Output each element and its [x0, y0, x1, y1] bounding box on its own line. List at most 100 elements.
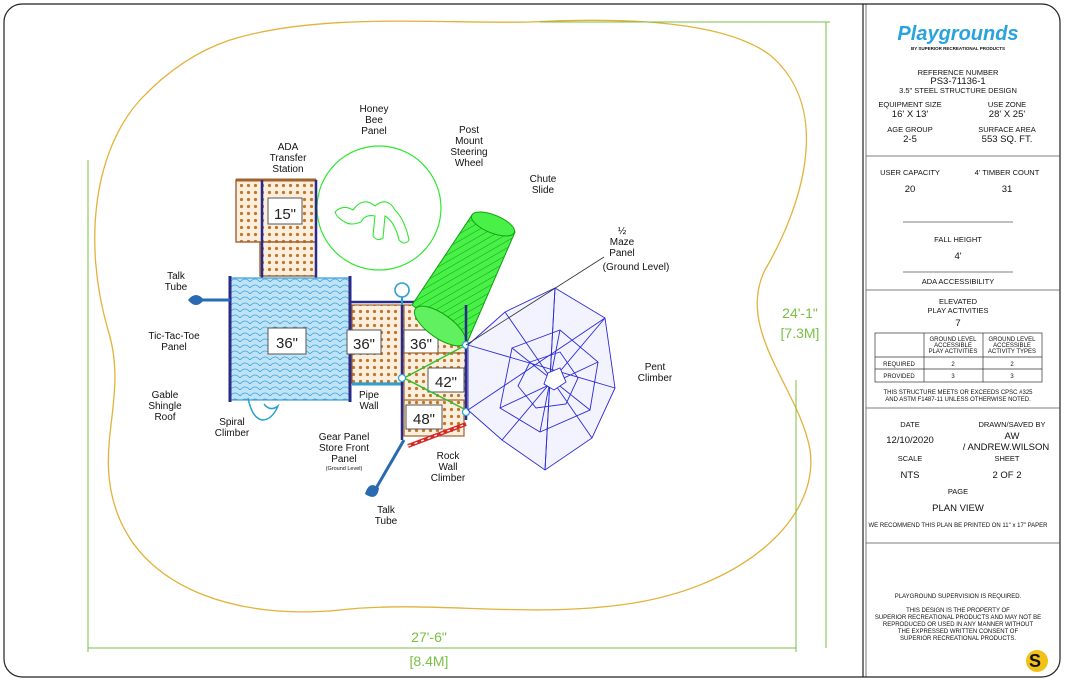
width-dimension: [87, 160, 797, 652]
date-label: DATE: [900, 420, 919, 429]
deck-48-label: 48": [413, 411, 435, 428]
property-line-1: THIS DESIGN IS THE PROPERTY OF: [906, 608, 1010, 614]
gable-shingle-roof: 36": [228, 276, 352, 402]
cpsc-line-2: AND ASTM F1487-11 UNLESS OTHERWISE NOTED…: [885, 397, 1031, 403]
print-note: WE RECOMMEND THIS PLAN BE PRINTED ON 11"…: [869, 523, 1049, 529]
label-ada-3: Station: [272, 164, 303, 175]
label-pent-2: Climber: [638, 373, 673, 384]
table-col2-line1: GROUND LEVEL: [988, 337, 1036, 343]
equipment-size-label: EQUIPMENT SIZE: [878, 100, 941, 109]
reference-number: PS3-71136-1: [930, 76, 985, 87]
scale-label: SCALE: [898, 454, 923, 463]
label-gable-2: Shingle: [148, 401, 182, 412]
sheet-value: 2 OF 2: [992, 470, 1021, 481]
timber-count-label: 4' TIMBER COUNT: [975, 168, 1040, 177]
label-tic-tac-toe-2: Panel: [161, 342, 187, 353]
elevated-value: 7: [955, 318, 960, 329]
width-dimension-m: [8.4M]: [410, 653, 449, 669]
maze-panel-leader: [465, 256, 605, 346]
table-provided-label: PROVIDED: [883, 374, 915, 380]
elevated-label-2: PLAY ACTIVITIES: [928, 306, 989, 315]
label-spiral-2: Climber: [215, 428, 250, 439]
label-talk-tube-left-1: Talk: [167, 271, 186, 282]
height-dimension-ft: 24'-1": [782, 305, 818, 321]
brand-logo: Playgrounds: [897, 23, 1018, 45]
title-block: Playgrounds BY SUPERIOR RECREATIONAL PRO…: [866, 23, 1060, 672]
label-rock-wall-3: Climber: [431, 473, 466, 484]
surface-area-value: 553 SQ. FT.: [982, 134, 1033, 145]
label-spiral-1: Spiral: [219, 417, 245, 428]
talk-tube-left: [188, 295, 230, 305]
label-rock-wall-1: Rock: [437, 451, 461, 462]
steering-wheel-post: [394, 282, 410, 305]
fall-height-value: 4': [954, 251, 961, 262]
label-talk-tube-bottom-2: Tube: [375, 516, 398, 527]
drawn-by-name: / ANDREW.WILSON: [963, 442, 1050, 453]
page-label: PAGE: [948, 487, 968, 496]
deck-36-middle-label: 36": [353, 336, 375, 353]
property-line-3: REPRODUCED OR USED IN ANY MANNER WITHOUT: [883, 622, 1034, 628]
label-post-mount-4: Wheel: [455, 158, 483, 169]
use-zone-value: 28' X 25': [989, 109, 1026, 120]
timber-count-value: 31: [1002, 184, 1013, 195]
superior-logo-letter: S: [1029, 651, 1041, 671]
table-required-2: 2: [1010, 362, 1014, 368]
property-line-2: SUPERIOR RECREATIONAL PRODUCTS AND MAY N…: [875, 615, 1041, 621]
label-rock-wall-2: Wall: [438, 462, 457, 473]
deck-36-right-label: 36": [410, 336, 432, 353]
age-group-value: 2-5: [903, 134, 917, 145]
drawn-by-label: DRAWN/SAVED BY: [978, 420, 1045, 429]
cpsc-line-1: THIS STRUCTURE MEETS OR EXCEEDS CPSC #32…: [883, 390, 1033, 396]
label-honey-bee-3: Panel: [361, 126, 387, 137]
surface-area-label: SURFACE AREA: [978, 125, 1036, 134]
label-gable-3: Roof: [154, 412, 175, 423]
use-zone-boundary: [94, 19, 812, 613]
table-col1-line3: PLAY ACTIVITIES: [929, 349, 978, 355]
table-col2-line2: ACCESSIBLE: [993, 343, 1031, 349]
label-honey-bee-1: Honey: [360, 104, 389, 115]
reference-label: REFERENCE NUMBER: [918, 68, 999, 77]
honey-bee-panel: [316, 145, 442, 271]
label-talk-tube-bottom-1: Talk: [377, 505, 396, 516]
label-gear-1: Gear Panel: [319, 432, 370, 443]
page-value: PLAN VIEW: [932, 503, 984, 514]
table-provided-1: 3: [951, 374, 955, 380]
table-col2-line3: ACTIVITY TYPES: [988, 349, 1036, 355]
chute-slide: [411, 211, 516, 347]
sheet-label: SHEET: [994, 454, 1019, 463]
width-dimension-ft: 27'-6": [411, 629, 447, 645]
pent-climber: [467, 287, 616, 471]
brand-subtitle: BY SUPERIOR RECREATIONAL PRODUCTS: [911, 46, 1005, 51]
use-zone-label: USE ZONE: [988, 100, 1026, 109]
label-maze-3: Panel: [609, 248, 635, 259]
accessibility-table: [874, 332, 1043, 383]
superior-logo-icon: S: [1026, 650, 1048, 672]
table-provided-2: 3: [1010, 374, 1014, 380]
label-pent-1: Pent: [645, 362, 666, 373]
label-maze-1: ½: [618, 226, 627, 237]
deck-42-label: 42": [435, 374, 457, 391]
property-line-5: SUPERIOR RECREATIONAL PRODUCTS.: [900, 636, 1016, 642]
fall-height-label: FALL HEIGHT: [934, 235, 982, 244]
component-labels: Honey Bee Panel ADA Transfer Station Pos…: [148, 104, 673, 527]
label-gear-3: Panel: [331, 454, 357, 465]
label-post-mount-2: Mount: [455, 136, 483, 147]
label-post-mount-3: Steering: [450, 147, 487, 158]
label-gable-1: Gable: [152, 390, 179, 401]
label-ada-2: Transfer: [270, 153, 308, 164]
label-honey-bee-2: Bee: [365, 115, 383, 126]
table-col1-line1: GROUND LEVEL: [929, 337, 977, 343]
supervision-note: PLAYGROUND SUPERVISION IS REQUIRED.: [895, 594, 1022, 600]
drawn-by-initials: AW: [1005, 431, 1020, 442]
ada-accessibility-label: ADA ACCESSIBILITY: [922, 277, 995, 286]
label-gear-2: Store Front: [319, 443, 369, 454]
table-col1-line2: ACCESSIBLE: [934, 343, 972, 349]
label-ada-1: ADA: [278, 142, 299, 153]
height-dimension-m: [7.3M]: [781, 325, 820, 341]
scale-value: NTS: [901, 470, 920, 481]
label-post-mount-1: Post: [459, 125, 479, 136]
deck-36-left-label: 36": [276, 335, 298, 352]
user-capacity-value: 20: [905, 184, 916, 195]
label-maze-2: Maze: [610, 237, 635, 248]
label-maze-4: (Ground Level): [603, 262, 670, 273]
